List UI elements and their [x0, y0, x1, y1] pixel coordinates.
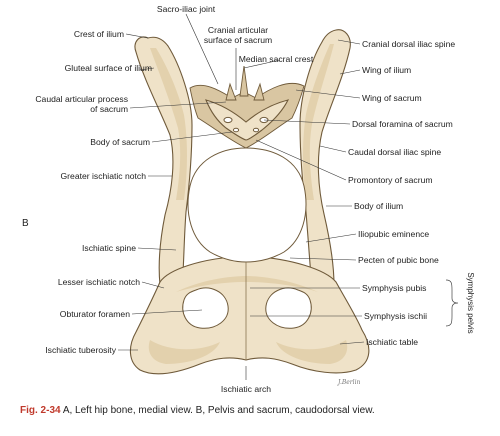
label-symphysis-pelvis: Symphysis pelvis	[466, 272, 475, 333]
label-caudal-articular-process: Caudal articular process	[35, 94, 128, 104]
label-wing-of-sacrum: Wing of sacrum	[362, 93, 422, 103]
caption-text: A, Left hip bone, medial view. B, Pelvis…	[62, 405, 375, 416]
label-promontory-of-sacrum: Promontory of sacrum	[348, 175, 433, 185]
artist-signature: J.Berlin	[336, 379, 361, 386]
caption-number: Fig. 2-34	[20, 405, 61, 416]
label-body-of-sacrum: Body of sacrum	[90, 137, 150, 147]
pelvic-inlet	[187, 147, 307, 263]
label-ischiatic-arch: Ischiatic arch	[221, 384, 271, 394]
label-obturator-foramen: Obturator foramen	[60, 309, 130, 319]
label-lesser-ischiatic-notch: Lesser ischiatic notch	[58, 277, 140, 287]
label-ischiatic-tuberosity: Ischiatic tuberosity	[45, 345, 116, 355]
panel-letter: B	[22, 218, 29, 229]
label-greater-ischiatic-notch: Greater ischiatic notch	[61, 171, 147, 181]
median-sacral-crest-process	[239, 65, 249, 97]
label-pecten-of-pubic-bone: Pecten of pubic bone	[358, 255, 439, 265]
obturator-foramen-right	[265, 287, 312, 329]
label-ischiatic-table: Ischiatic table	[366, 337, 418, 347]
label-sacro-iliac-joint: Sacro-iliac joint	[157, 4, 216, 14]
label-body-of-ilium: Body of ilium	[354, 201, 403, 211]
label-median-sacral-crest: Median sacral crest	[239, 54, 314, 64]
obturator-foramen-left	[182, 287, 229, 329]
leader-lines	[118, 13, 365, 380]
label-caudal-dorsal-iliac-spine: Caudal dorsal iliac spine	[348, 147, 441, 157]
label-caudal-articular-process-2: of sacrum	[90, 104, 128, 114]
labels-left: Crest of ilium Gluteal surface of ilium …	[35, 29, 152, 355]
labels-top: Sacro-iliac joint Cranial articular surf…	[157, 4, 314, 394]
pelvis-illustration	[129, 29, 370, 375]
symphysis-pelvis-bracket: Symphysis pelvis	[445, 272, 475, 334]
sacrum	[189, 82, 305, 149]
label-cranial-dorsal-iliac-spine: Cranial dorsal iliac spine	[362, 39, 455, 49]
label-crest-of-ilium: Crest of ilium	[74, 29, 124, 39]
label-symphysis-pubis: Symphysis pubis	[362, 283, 426, 293]
label-gluteal-surface-of-ilium: Gluteal surface of ilium	[65, 63, 152, 73]
pubis-ischium	[129, 255, 370, 375]
labels-right: Cranial dorsal iliac spine Wing of ilium…	[348, 39, 455, 347]
label-iliopubic-eminence: Iliopubic eminence	[358, 229, 429, 239]
label-symphysis-ischii: Symphysis ischii	[364, 311, 427, 321]
label-ischiatic-spine: Ischiatic spine	[82, 243, 136, 253]
label-cranial-articular-surface-2: surface of sacrum	[204, 35, 272, 45]
label-dorsal-foramina-of-sacrum: Dorsal foramina of sacrum	[352, 119, 453, 129]
label-wing-of-ilium: Wing of ilium	[362, 65, 411, 75]
figure-caption: Fig. 2-34 A, Left hip bone, medial view.…	[20, 405, 490, 416]
label-cranial-articular-surface: Cranial articular	[208, 25, 268, 35]
dorsal-foramen-left	[223, 116, 233, 124]
